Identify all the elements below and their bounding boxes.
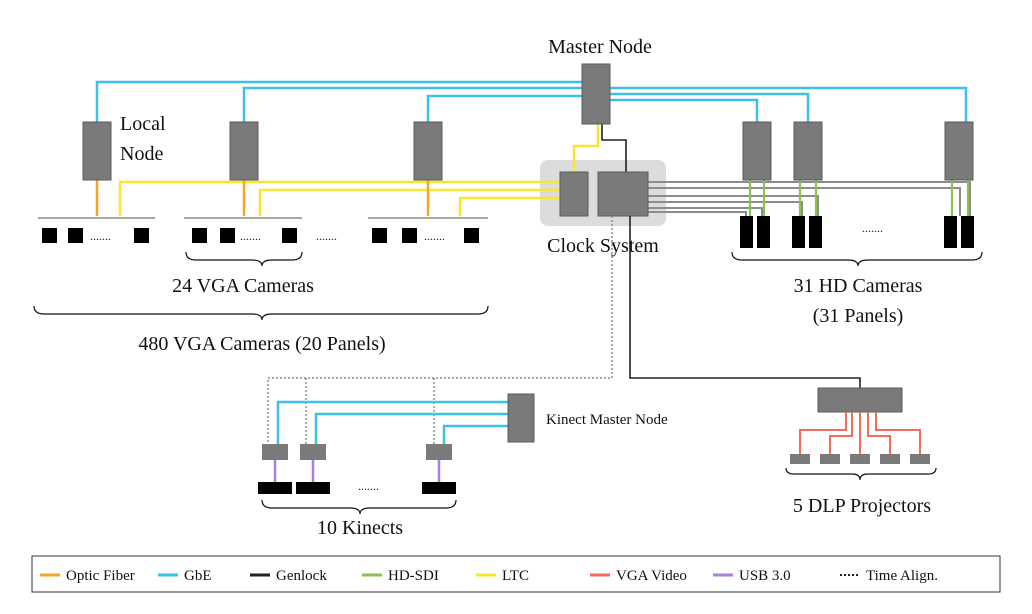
- dlp-projector: [910, 454, 930, 464]
- hd-camera: [757, 216, 770, 248]
- kinect-units: .......: [258, 444, 456, 494]
- kinect-device: [422, 482, 456, 494]
- kinect-device: [296, 482, 330, 494]
- ellipsis-text: .......: [358, 479, 379, 493]
- legend-label: LTC: [502, 568, 529, 584]
- legend-label: USB 3.0: [739, 568, 791, 584]
- kinect-master-label: Kinect Master Node: [546, 412, 668, 428]
- legend-label: Optic Fiber: [66, 568, 135, 584]
- genlock-master-link: [601, 124, 627, 172]
- kinect-node: [426, 444, 452, 460]
- dlp-projector: [850, 454, 870, 464]
- dlp-hub: [817, 387, 903, 413]
- hd-node-2: [793, 121, 823, 181]
- genlock-clock: [597, 171, 649, 217]
- local-node-label-line1: Local: [120, 113, 166, 135]
- dlp-projector: [820, 454, 840, 464]
- vga-480-label: 480 VGA Cameras (20 Panels): [138, 333, 385, 355]
- ellipsis-text: .......: [240, 229, 261, 243]
- vga-camera: [68, 228, 83, 243]
- vga-camera: [402, 228, 417, 243]
- dlp-projector: [880, 454, 900, 464]
- vga-camera: [192, 228, 207, 243]
- time-align-links: [267, 216, 613, 444]
- vga-24-label: 24 VGA Cameras: [172, 275, 314, 297]
- vga-panel-1: .......: [38, 217, 155, 243]
- ltc-links: [118, 124, 600, 216]
- ellipsis-text: .......: [90, 229, 111, 243]
- vga-panel-3: .......: [368, 217, 488, 243]
- vga-video-links: [799, 412, 921, 454]
- kinect-master-node: [507, 393, 535, 443]
- optic-links: [95, 180, 430, 216]
- ellipsis-text: .......: [316, 229, 337, 243]
- hd-camera-group: .......: [740, 216, 974, 248]
- hd-node-1: [742, 121, 772, 181]
- kinect-node: [262, 444, 288, 460]
- dlp-label: 5 DLP Projectors: [793, 495, 931, 517]
- brace-24-vga: [185, 251, 303, 267]
- hd-31-label-line2: (31 Panels): [813, 305, 904, 327]
- kinect-device: [258, 482, 292, 494]
- vga-camera: [372, 228, 387, 243]
- brace-kinects: [261, 499, 457, 515]
- local-node-2: [229, 121, 259, 181]
- ellipsis-text: .......: [862, 221, 883, 235]
- vga-camera: [282, 228, 297, 243]
- genlock-dlp-link: [629, 216, 861, 388]
- vga-camera: [42, 228, 57, 243]
- local-node-label-line2: Node: [120, 143, 163, 165]
- kinect-gbe-links: [276, 400, 508, 444]
- vga-camera: [464, 228, 479, 243]
- hd-31-label-line1: 31 HD Cameras: [794, 275, 923, 297]
- legend-label: HD-SDI: [388, 568, 439, 584]
- brace-hd: [731, 251, 983, 267]
- legend-box: [31, 555, 1001, 593]
- hd-camera: [944, 216, 957, 248]
- vga-panel-2: .......: [184, 217, 302, 243]
- master-node: [581, 63, 611, 125]
- vga-camera: [220, 228, 235, 243]
- usb-links: [273, 460, 441, 482]
- master-node-label: Master Node: [548, 36, 652, 58]
- kinects-label: 10 Kinects: [317, 517, 403, 539]
- vga-camera: [134, 228, 149, 243]
- legend-label: GbE: [184, 568, 212, 584]
- hd-node-3: [944, 121, 974, 181]
- hd-camera: [809, 216, 822, 248]
- ltc-clock: [559, 171, 589, 217]
- legend-label: VGA Video: [616, 568, 687, 584]
- legend: Optic Fiber GbE Genlock HD-SDI LTC VGA Video U…: [40, 568, 938, 584]
- dlp-projector: [790, 454, 810, 464]
- genlock-hd-bundle: [648, 181, 971, 216]
- kinect-node: [300, 444, 326, 460]
- legend-label: Time Align.: [866, 568, 938, 584]
- clock-system-label: Clock System: [547, 235, 659, 257]
- hdsdi-links: [748, 180, 970, 216]
- legend-label: Genlock: [276, 568, 327, 584]
- hd-camera: [792, 216, 805, 248]
- brace-dlp: [785, 467, 937, 481]
- hd-camera: [740, 216, 753, 248]
- local-node-3: [413, 121, 443, 181]
- ellipsis-text: .......: [424, 229, 445, 243]
- local-node-1: [82, 121, 112, 181]
- brace-480-vga: [33, 305, 489, 321]
- gbe-links: [95, 80, 968, 122]
- dlp-projectors: [790, 454, 930, 464]
- hd-camera: [961, 216, 974, 248]
